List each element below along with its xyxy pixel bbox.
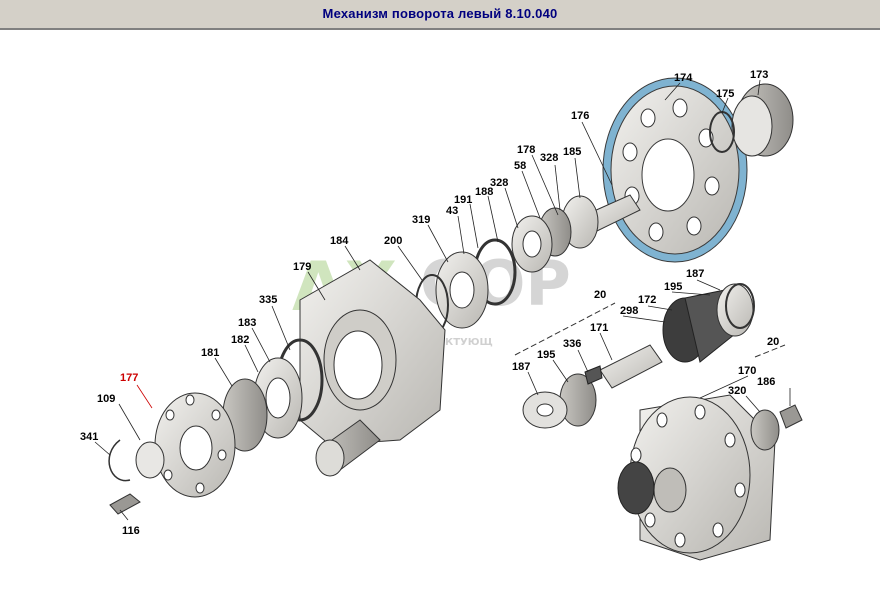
diagram-canvas: AX OOP ЗАПЧАСТИ И КОМПЛЕКТУЮЩ: [0, 32, 880, 594]
label-187-lower: 187: [512, 361, 530, 373]
part-pin-336: [584, 365, 603, 385]
part-gear-172: [662, 283, 754, 363]
label-319: 319: [412, 214, 430, 226]
label-183: 183: [238, 317, 256, 329]
label-184: 184: [330, 235, 349, 247]
label-185: 185: [563, 146, 581, 158]
label-109: 109: [97, 393, 115, 405]
label-171: 171: [590, 322, 608, 334]
part-bearing-320: [750, 409, 780, 451]
part-gear-173: [731, 83, 794, 157]
label-174: 174: [674, 72, 693, 84]
axis-line-lower: [754, 344, 786, 358]
label-58: 58: [514, 160, 526, 172]
title-bar: Механизм поворота левый 8.10.040: [0, 0, 880, 30]
part-labels: 174 173 175 176 178 328 185 58 328 188 1…: [80, 69, 779, 537]
part-housing-184: [299, 259, 446, 477]
label-43: 43: [446, 205, 458, 217]
part-ring-187: [725, 283, 755, 329]
label-298: 298: [620, 305, 638, 317]
label-328-lower: 328: [490, 177, 508, 189]
leader-lines: [94, 79, 791, 521]
label-181: 181: [201, 347, 219, 359]
label-20-lower: 20: [767, 336, 779, 348]
label-170: 170: [738, 365, 756, 377]
label-187-upper: 187: [686, 268, 704, 280]
label-335: 335: [259, 294, 277, 306]
part-wire-341: [108, 439, 131, 482]
label-178: 178: [517, 144, 535, 156]
label-195-upper: 195: [664, 281, 682, 293]
part-flange-109: [135, 392, 236, 498]
label-172: 172: [638, 294, 656, 306]
label-191: 191: [454, 194, 472, 206]
label-328-upper: 328: [540, 152, 558, 164]
part-carrier-170: [617, 394, 776, 561]
label-182: 182: [231, 334, 249, 346]
part-gear-174: [602, 77, 748, 263]
label-188: 188: [475, 186, 493, 198]
part-bolt-186: [779, 404, 803, 429]
label-116: 116: [122, 525, 140, 537]
label-341: 341: [80, 431, 98, 443]
axis-line-upper: [514, 302, 616, 356]
label-336: 336: [563, 338, 581, 350]
label-195-lower: 195: [537, 349, 555, 361]
label-186: 186: [757, 376, 775, 388]
label-179: 179: [293, 261, 311, 273]
part-bolt-116: [109, 493, 141, 515]
page-title: Механизм поворота левый 8.10.040: [322, 6, 558, 21]
label-173: 173: [750, 69, 768, 81]
label-176: 176: [571, 110, 589, 122]
label-200: 200: [384, 235, 402, 247]
label-177: 177: [120, 372, 138, 384]
label-320: 320: [728, 385, 746, 397]
exploded-view-diagram: AX OOP ЗАПЧАСТИ И КОМПЛЕКТУЮЩ: [80, 69, 803, 561]
label-175: 175: [716, 88, 734, 100]
label-20-upper: 20: [594, 289, 606, 301]
part-pin-171: [599, 344, 663, 389]
